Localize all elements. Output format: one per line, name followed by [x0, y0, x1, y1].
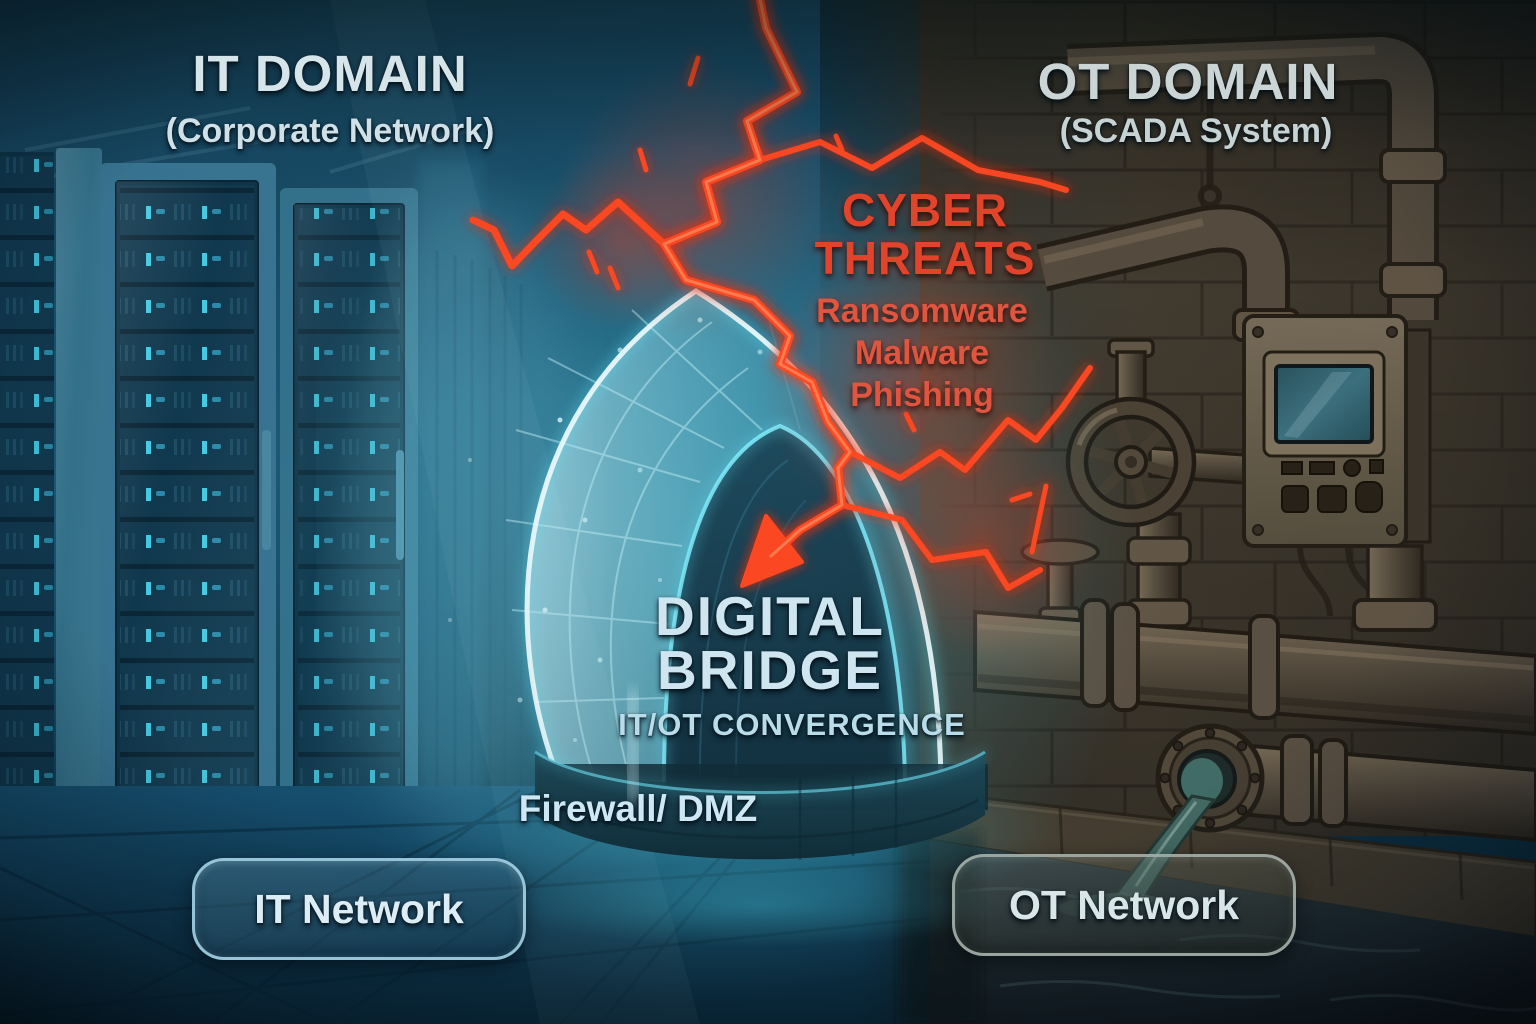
itot-convergence-label: IT/OT CONVERGENCE	[618, 707, 966, 742]
it-domain-subtitle: (Corporate Network)	[165, 112, 495, 150]
digital-bridge-line2: BRIDGE	[657, 639, 883, 701]
ot-domain-subtitle: (SCADA System)	[1059, 112, 1333, 150]
it-network-badge-label: IT Network	[254, 885, 464, 932]
threat-item-ransomware: Ransomware	[816, 292, 1028, 330]
it-network-badge: IT Network	[192, 858, 526, 960]
ot-network-badge: OT Network	[952, 854, 1296, 956]
threat-item-malware: Malware	[854, 334, 990, 372]
threat-item-phishing: Phishing	[850, 376, 994, 414]
cyber-threats-heading: CYBER THREATS	[815, 186, 1036, 282]
digital-bridge-line1: DIGITAL	[655, 585, 885, 647]
cyber-threats-list: Ransomware Malware Phishing	[816, 290, 1028, 416]
it-domain-title: IT DOMAIN	[192, 45, 468, 102]
firewall-dmz-label: Firewall/ DMZ	[518, 788, 758, 829]
ot-domain-title: OT DOMAIN	[1037, 53, 1339, 110]
cyber-threats-line2: THREATS	[814, 232, 1036, 284]
ot-network-badge-label: OT Network	[1008, 881, 1240, 928]
cyber-threats-line1: CYBER	[841, 184, 1009, 236]
digital-bridge-title: DIGITAL BRIDGE	[655, 585, 885, 701]
